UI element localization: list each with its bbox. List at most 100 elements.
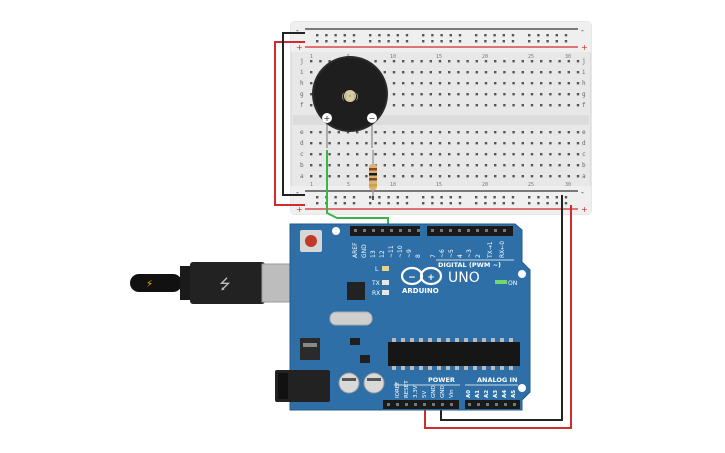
breadboard-hole bbox=[310, 153, 313, 156]
breadboard-hole bbox=[512, 71, 515, 74]
header-pin bbox=[468, 403, 471, 406]
logo-minus-icon: − bbox=[408, 273, 416, 283]
resistor[interactable] bbox=[369, 150, 377, 198]
header-pin bbox=[441, 403, 444, 406]
buzzer-minus-marker bbox=[367, 113, 377, 123]
breadboard-hole bbox=[310, 93, 313, 96]
buzzer-aperture bbox=[344, 90, 356, 102]
pin-label-a3: A3 bbox=[493, 390, 499, 398]
voltage-regulator bbox=[300, 338, 320, 360]
breadboard-hole bbox=[429, 60, 432, 63]
breadboard-hole bbox=[576, 175, 580, 178]
header-pin bbox=[387, 403, 390, 406]
dc-barrel-jack[interactable] bbox=[275, 370, 330, 402]
breadboard-hole bbox=[448, 71, 451, 74]
breadboard-hole bbox=[457, 142, 460, 145]
arduino-uno[interactable]: AREF GND 13 12 ~11 ~10 ~9 8 7 ~6 ~5 4 ~3… bbox=[275, 223, 531, 411]
rail-hole bbox=[484, 34, 487, 37]
breadboard-hole bbox=[549, 131, 552, 134]
wire-black-left[interactable] bbox=[282, 32, 305, 196]
rail-hole bbox=[352, 34, 356, 37]
rail-hole bbox=[343, 196, 346, 199]
breadboard-hole bbox=[402, 175, 405, 178]
breadboard-hole bbox=[558, 164, 561, 167]
breadboard-hole bbox=[310, 71, 313, 74]
column-number: 20 bbox=[482, 54, 488, 60]
pin-label-gnd: GND bbox=[361, 244, 368, 258]
breadboard-hole bbox=[346, 153, 350, 156]
breadboard-hole bbox=[457, 131, 460, 134]
breadboard-hole bbox=[429, 153, 432, 156]
usb-interface-chip bbox=[347, 282, 365, 300]
breadboard-hole bbox=[475, 142, 478, 145]
smd-component bbox=[360, 355, 370, 363]
breadboard-hole bbox=[420, 142, 423, 145]
header-pin bbox=[495, 403, 498, 406]
resistor-band bbox=[369, 178, 377, 181]
breadboard-hole bbox=[558, 93, 561, 96]
breadboard-hole bbox=[319, 175, 322, 178]
wire-red-5v[interactable] bbox=[424, 205, 572, 429]
breadboard-hole bbox=[494, 175, 497, 178]
breadboard-hole bbox=[346, 131, 350, 134]
breadboard-hole bbox=[466, 104, 469, 107]
breadboard-hole bbox=[567, 175, 570, 178]
rail-hole bbox=[440, 202, 443, 205]
wire-black-gnd[interactable] bbox=[440, 195, 563, 421]
piezo-buzzer[interactable]: ((•)) + − bbox=[312, 56, 388, 148]
brand-name: ARDUINO bbox=[402, 287, 439, 295]
row-letter: e bbox=[300, 129, 304, 136]
column-number: 25 bbox=[528, 54, 534, 60]
rail-hole bbox=[528, 202, 531, 205]
rail-hole bbox=[537, 34, 540, 37]
chip-leg bbox=[455, 338, 459, 342]
breadboard-hole bbox=[411, 82, 414, 85]
chip-leg bbox=[446, 338, 450, 342]
pin-label-4: 4 bbox=[457, 254, 464, 258]
breadboard-hole bbox=[521, 71, 524, 74]
wire-green-signal[interactable] bbox=[326, 150, 389, 226]
breadboard-hole bbox=[576, 153, 580, 156]
rail-hole bbox=[316, 202, 319, 205]
rail-hole bbox=[334, 40, 337, 43]
breadboard-hole bbox=[521, 164, 524, 167]
breadboard-hole bbox=[540, 82, 543, 85]
wire-red-left[interactable] bbox=[274, 41, 305, 206]
rail-hole bbox=[449, 202, 452, 205]
breadboard-hole bbox=[540, 142, 543, 145]
rail-hole bbox=[564, 40, 568, 43]
pin-label-a5: A5 bbox=[511, 390, 517, 398]
breadboard-hole bbox=[310, 164, 313, 167]
rail-hole bbox=[484, 40, 487, 43]
breadboard-hole bbox=[392, 175, 396, 178]
breadboard-hole bbox=[438, 60, 442, 63]
top-rail-plus-label-left: + bbox=[296, 43, 303, 52]
rail-hole bbox=[396, 202, 399, 205]
row-letter: c bbox=[300, 151, 304, 158]
rail-hole bbox=[528, 40, 531, 43]
breadboard-hole bbox=[328, 131, 331, 134]
rail-hole bbox=[449, 34, 452, 37]
header-pin bbox=[503, 229, 506, 232]
chip-leg bbox=[473, 338, 477, 342]
header-pin bbox=[504, 403, 507, 406]
header-pin bbox=[494, 229, 497, 232]
row-letter: d bbox=[300, 140, 304, 147]
breadboard-hole bbox=[494, 142, 497, 145]
header-pin bbox=[432, 403, 435, 406]
breadboard-hole bbox=[457, 60, 460, 63]
header-pin bbox=[396, 403, 399, 406]
pin-label-6: ~6 bbox=[439, 249, 446, 258]
reset-button[interactable] bbox=[305, 235, 317, 247]
breadboard-hole bbox=[521, 104, 524, 107]
rail-hole bbox=[431, 34, 434, 37]
chip-leg bbox=[446, 366, 450, 370]
header-pin bbox=[467, 229, 470, 232]
usb-cable-collar bbox=[180, 266, 192, 300]
rail-hole bbox=[458, 40, 462, 43]
breadboard-hole bbox=[475, 71, 478, 74]
chip-leg bbox=[482, 366, 486, 370]
breadboard-hole bbox=[466, 93, 469, 96]
rail-hole bbox=[449, 40, 452, 43]
rail-hole bbox=[369, 40, 372, 43]
